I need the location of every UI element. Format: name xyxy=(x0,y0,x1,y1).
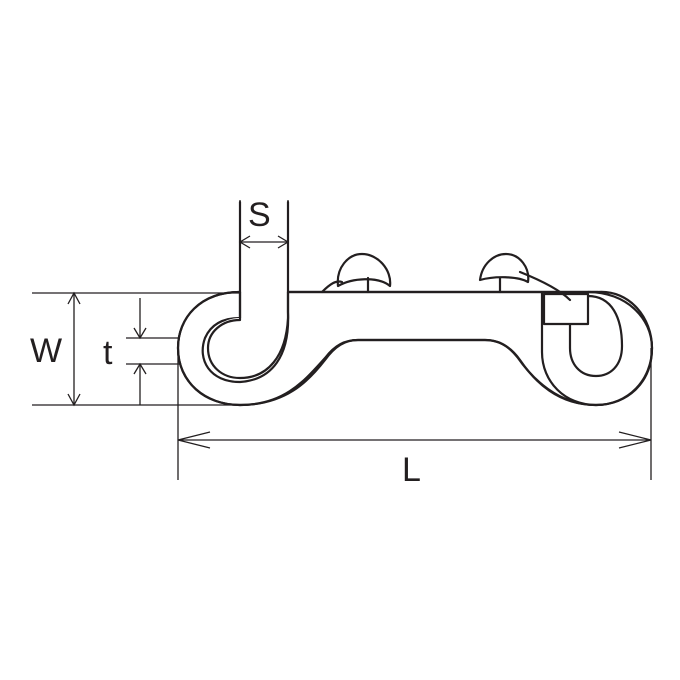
w-label: W xyxy=(30,332,62,370)
s-label: S xyxy=(248,196,271,234)
left-lever-spring xyxy=(320,276,370,294)
t-arrow-bottom xyxy=(133,362,147,375)
shank-bottom-edge xyxy=(238,338,598,407)
right-eye-outer xyxy=(586,290,654,407)
l-arrow-left xyxy=(177,431,211,449)
dimension-l: L xyxy=(177,348,652,489)
left-thumb-lever xyxy=(336,252,392,288)
right-gate xyxy=(542,292,590,326)
left-eye-opening xyxy=(208,292,286,378)
s-arrow-right xyxy=(277,235,290,249)
w-arrow-bottom xyxy=(67,393,81,407)
snap-hook-body xyxy=(176,200,654,407)
right-thumb-lever xyxy=(478,252,530,284)
dimension-w: W xyxy=(30,291,240,407)
l-label: L xyxy=(402,451,421,489)
t-arrow-top xyxy=(133,327,147,340)
l-arrow-right xyxy=(618,431,652,449)
left-eye-inner-edge xyxy=(206,200,290,380)
dimension-t: t xyxy=(103,298,180,405)
dimension-s: S xyxy=(238,196,290,292)
w-arrow-top xyxy=(67,291,81,305)
t-label: t xyxy=(103,334,113,372)
s-arrow-left xyxy=(238,235,251,249)
right-lever-spring xyxy=(498,270,572,302)
